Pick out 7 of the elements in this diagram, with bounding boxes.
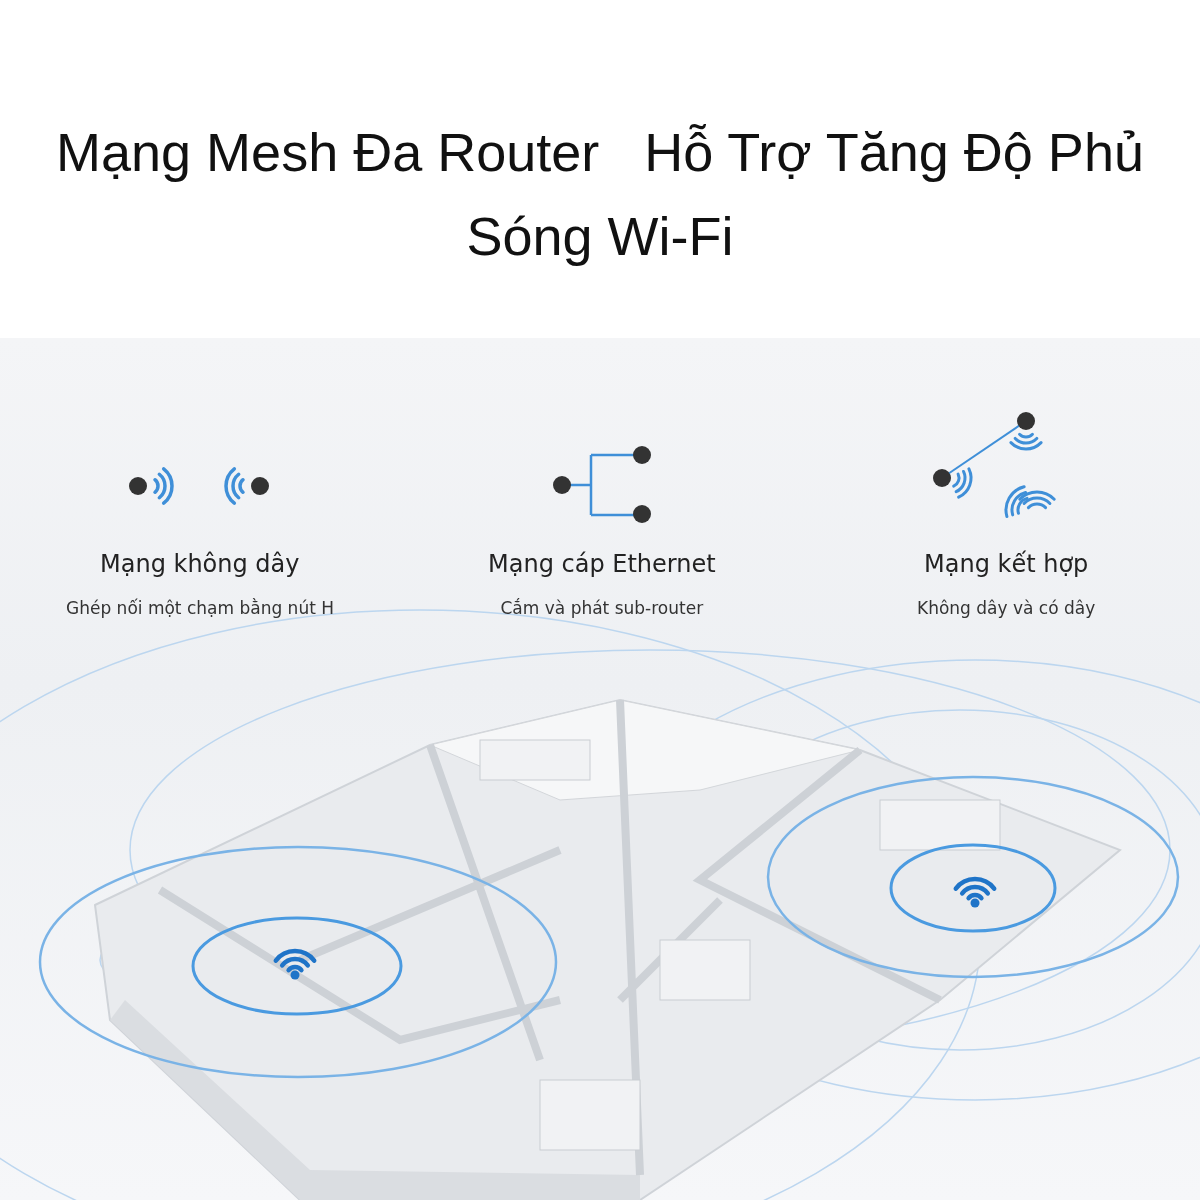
feature-description: Không dây và có dây <box>917 598 1096 618</box>
feature-heading: Mạng không dây <box>100 550 300 578</box>
feature-description: Cắm và phát sub-router <box>500 598 704 618</box>
feature-heading: Mạng kết hợp <box>924 550 1089 578</box>
feature-heading: Mạng cáp Ethernet <box>488 550 716 578</box>
feature-description: Ghép nối một chạm bằng nút H <box>66 598 334 618</box>
title: Mạng Mesh Đa Router Hỗ Trợ Tăng Độ Phủ Sóng Wi-Fi <box>55 121 1145 268</box>
